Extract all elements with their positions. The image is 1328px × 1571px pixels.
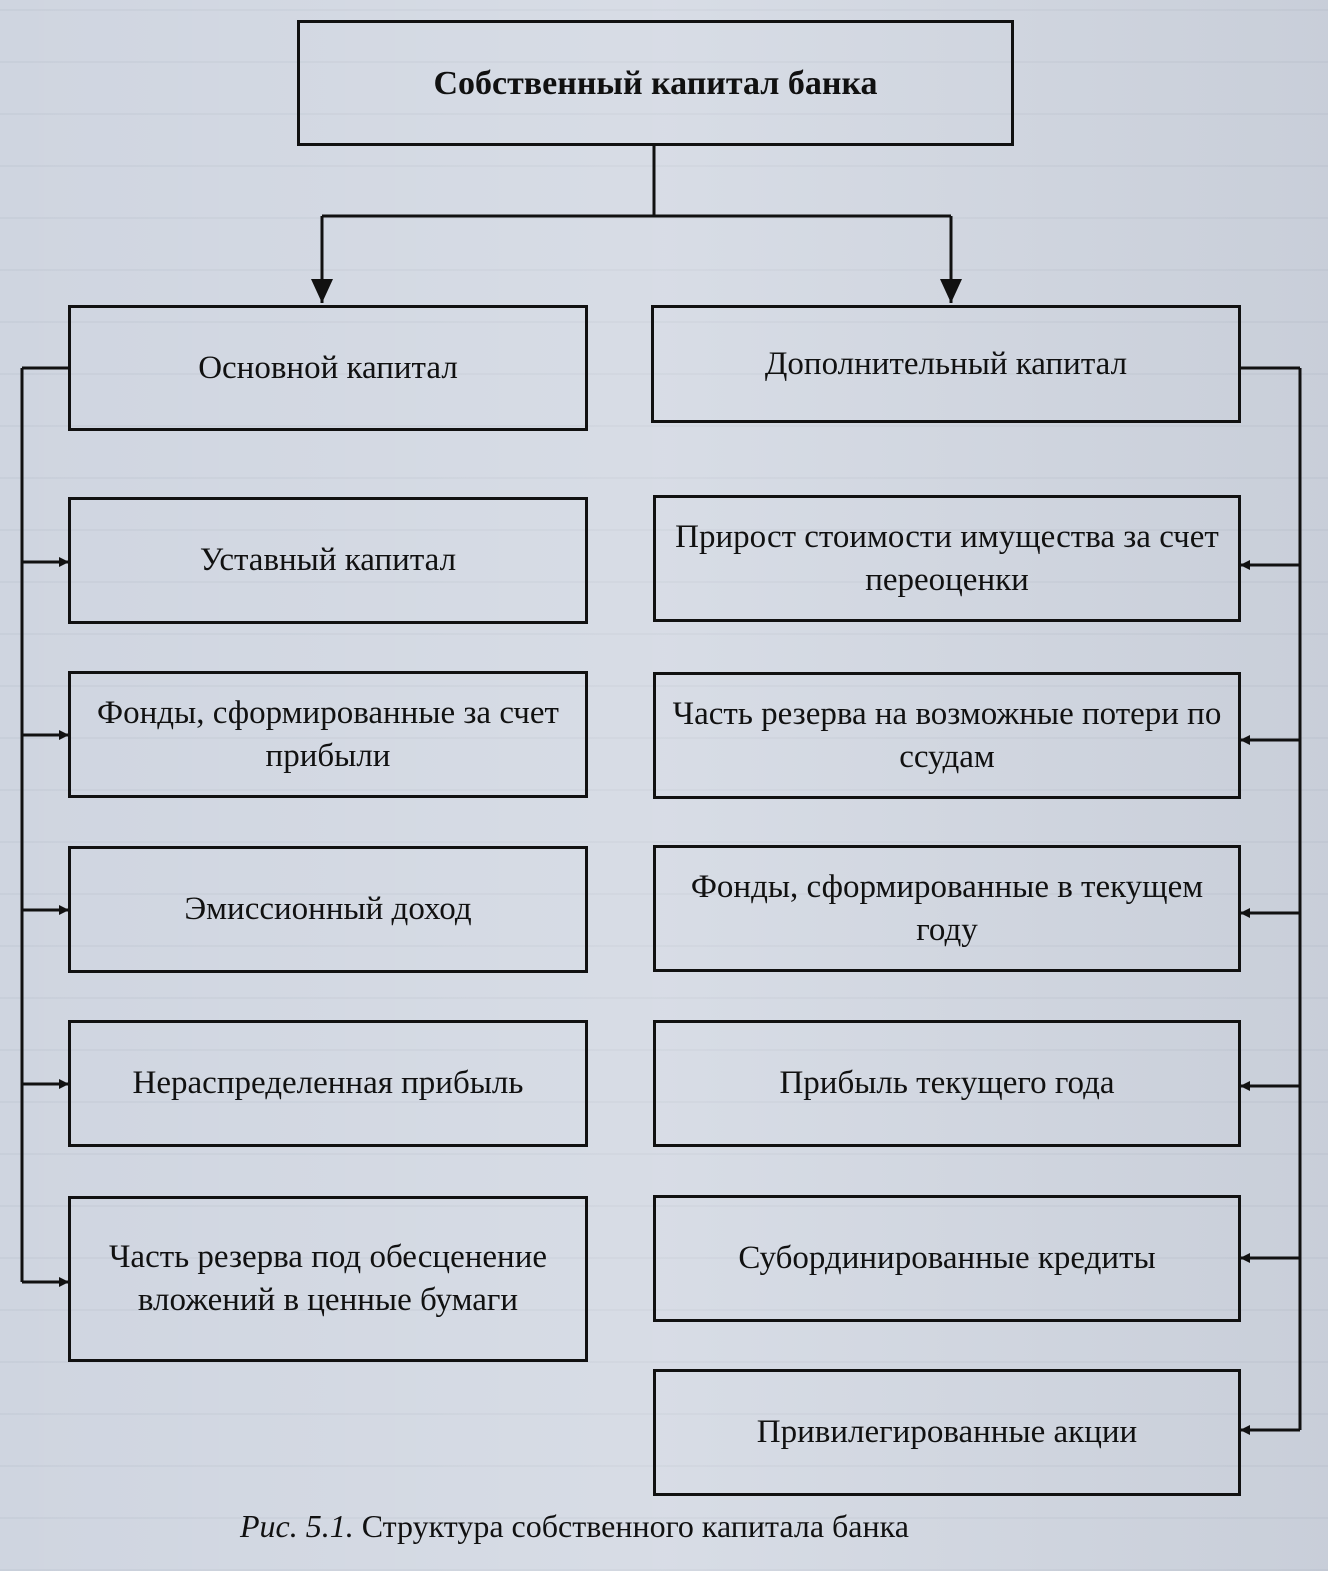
left-item-box: Нераспределенная прибыль <box>68 1020 588 1147</box>
left-item-box: Уставный капитал <box>68 497 588 624</box>
figure-caption: Рис. 5.1. Структура собственного капитал… <box>240 1508 909 1545</box>
right-item-box: Часть резерва на возможные потери по ссу… <box>653 672 1241 799</box>
right-item-box: Фонды, сформированные в текущем году <box>653 845 1241 972</box>
caption-text: Структура собственного капитала банка <box>361 1508 909 1544</box>
left-item-box: Часть резерва под обесценение вложений в… <box>68 1196 588 1362</box>
left-title-box: Основной капитал <box>68 305 588 431</box>
left-item-box: Фонды, сформированные за счет прибыли <box>68 671 588 798</box>
root-box: Собственный капитал банка <box>297 20 1014 146</box>
right-item-box: Привилегированные акции <box>653 1369 1241 1496</box>
right-item-box: Прирост стоимости имущества за счет пере… <box>653 495 1241 622</box>
right-item-box: Субординированные кредиты <box>653 1195 1241 1322</box>
right-item-box: Прибыль текущего года <box>653 1020 1241 1147</box>
figure-label: Рис. 5.1. <box>240 1508 354 1544</box>
right-title-box: Дополнительный капитал <box>651 305 1241 423</box>
left-item-box: Эмиссионный доход <box>68 846 588 973</box>
